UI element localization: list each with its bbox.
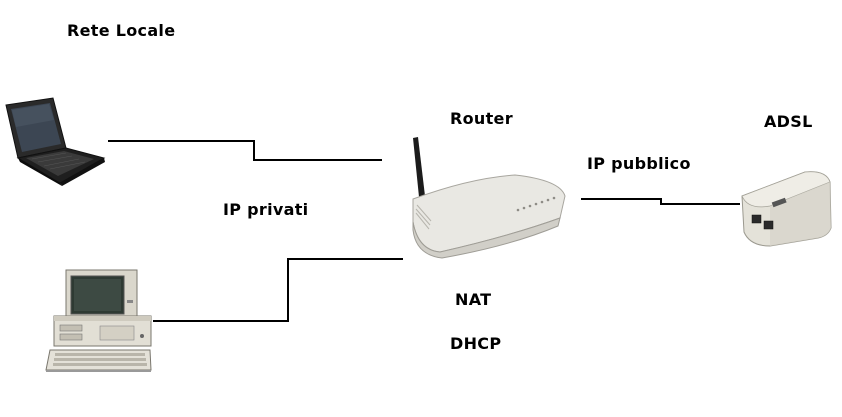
link-desktop-router <box>153 258 403 322</box>
nat-label: NAT <box>455 290 492 309</box>
dhcp-label: DHCP <box>450 334 502 353</box>
adsl-label: ADSL <box>764 112 813 131</box>
router-label: Router <box>450 109 513 128</box>
private-ips-label: IP privati <box>223 200 309 219</box>
adsl-modem-icon <box>741 171 832 247</box>
wireless-router-icon <box>412 137 566 259</box>
desktop-computer-icon <box>45 269 152 372</box>
link-router-modem <box>581 198 740 205</box>
link-laptop-router <box>108 140 382 161</box>
public-ip-label: IP pubblico <box>587 154 691 173</box>
local-network-label: Rete Locale <box>67 21 176 40</box>
laptop-icon <box>5 97 106 186</box>
